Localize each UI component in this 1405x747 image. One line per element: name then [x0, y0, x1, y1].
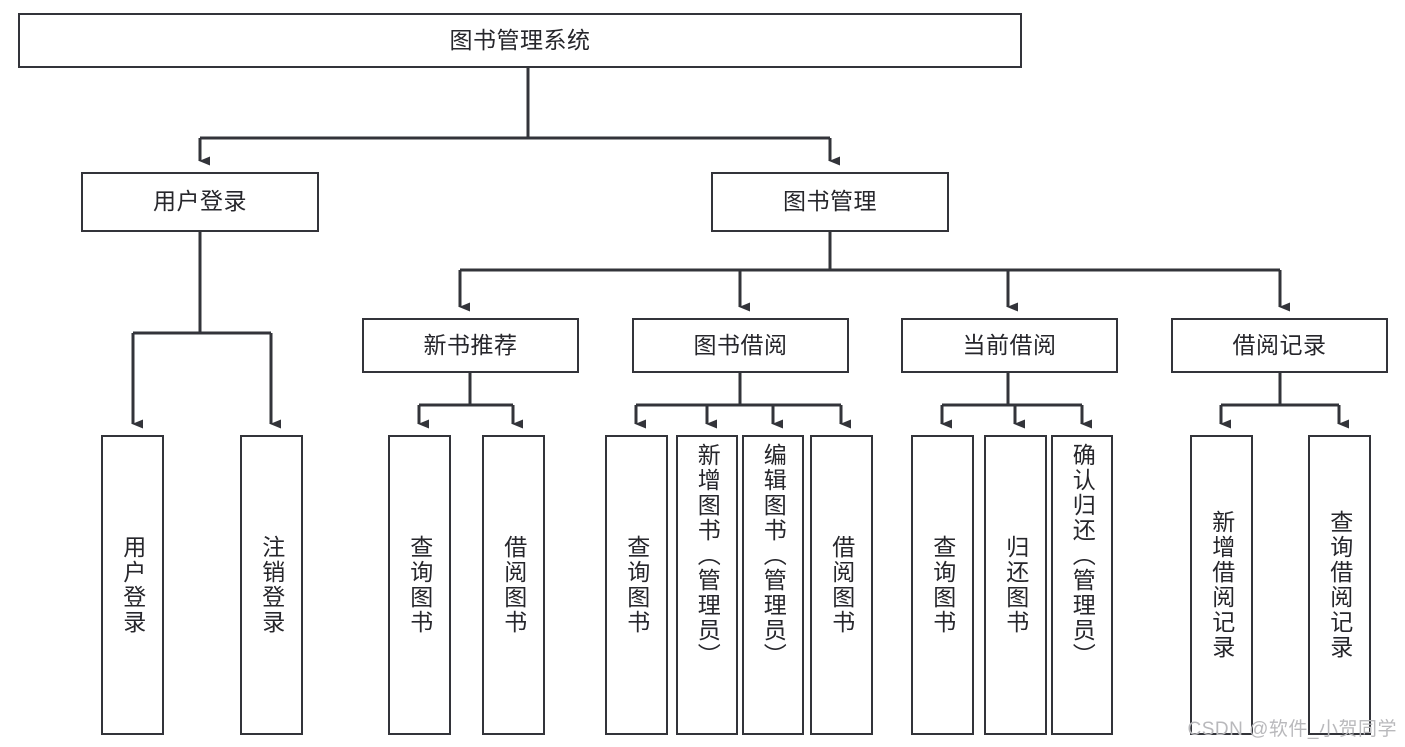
node-level3-1-label: 图书借阅: [693, 331, 788, 358]
node-level3-3[interactable]: 借阅记录: [1171, 318, 1388, 373]
node-leaf-5[interactable]: 新增图书（管理员）: [676, 435, 738, 735]
node-leaf-10-label: 确认归还（管理员）: [1069, 443, 1096, 668]
node-leaf-5-label: 新增图书（管理员）: [694, 443, 721, 668]
node-leaf-12-label: 查询借阅记录: [1326, 510, 1353, 660]
node-leaf-8[interactable]: 查询图书: [911, 435, 974, 735]
node-leaf-2-label: 查询图书: [406, 535, 433, 635]
node-leaf-6[interactable]: 编辑图书（管理员）: [742, 435, 804, 735]
node-leaf-4-label: 查询图书: [623, 535, 650, 635]
watermark: CSDN @软件_小贺同学: [1187, 719, 1397, 740]
node-leaf-11[interactable]: 新增借阅记录: [1190, 435, 1253, 735]
node-level3-2[interactable]: 当前借阅: [901, 318, 1118, 373]
node-root-label: 图书管理系统: [449, 26, 591, 53]
node-leaf-9[interactable]: 归还图书: [984, 435, 1047, 735]
node-leaf-0-label: 用户登录: [119, 535, 146, 635]
node-leaf-12[interactable]: 查询借阅记录: [1308, 435, 1371, 735]
node-level3-3-label: 借阅记录: [1232, 331, 1327, 358]
node-root[interactable]: 图书管理系统: [18, 13, 1022, 68]
node-leaf-8-label: 查询图书: [929, 535, 956, 635]
connectors: [131, 68, 1349, 429]
node-leaf-9-label: 归还图书: [1002, 535, 1029, 635]
node-leaf-2[interactable]: 查询图书: [388, 435, 451, 735]
node-leaf-4[interactable]: 查询图书: [605, 435, 668, 735]
node-level2-0-label: 用户登录: [153, 188, 247, 215]
node-level3-2-label: 当前借阅: [962, 331, 1057, 358]
node-level3-0-label: 新书推荐: [423, 331, 518, 358]
node-leaf-3[interactable]: 借阅图书: [482, 435, 545, 735]
node-leaf-0[interactable]: 用户登录: [101, 435, 164, 735]
node-leaf-7[interactable]: 借阅图书: [810, 435, 873, 735]
node-leaf-3-label: 借阅图书: [500, 535, 527, 635]
node-leaf-10[interactable]: 确认归还（管理员）: [1051, 435, 1113, 735]
node-leaf-7-label: 借阅图书: [828, 535, 855, 635]
node-level2-1-label: 图书管理: [783, 188, 877, 215]
node-leaf-1[interactable]: 注销登录: [240, 435, 303, 735]
node-level2-0[interactable]: 用户登录: [81, 172, 319, 232]
node-level3-0[interactable]: 新书推荐: [362, 318, 579, 373]
node-level2-1[interactable]: 图书管理: [711, 172, 949, 232]
node-leaf-6-label: 编辑图书（管理员）: [760, 443, 787, 668]
node-leaf-11-label: 新增借阅记录: [1208, 510, 1235, 660]
node-leaf-1-label: 注销登录: [258, 535, 285, 635]
node-level3-1[interactable]: 图书借阅: [632, 318, 849, 373]
